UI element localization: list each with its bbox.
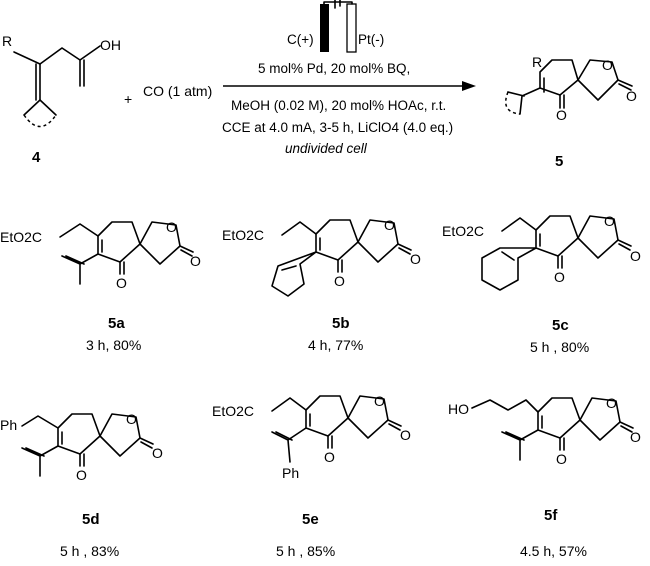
product-ketone-oxygen: O <box>556 107 567 123</box>
product-5-structure: R O O O 5 <box>505 54 637 170</box>
ketone-oxygen-5e: O <box>324 449 335 465</box>
ketone-oxygen-5f: O <box>556 451 567 467</box>
reactant-r-label: R <box>2 33 12 49</box>
product-5b-structure: EtO2C O O O <box>222 217 421 297</box>
condition-line-2: MeOH (0.02 M), 20 mol% HOAc, r.t. <box>231 98 446 113</box>
condition-line-1: 5 mol% Pd, 20 mol% BQ, <box>258 61 410 76</box>
product-5f-structure: HO O O O <box>448 395 641 467</box>
label-5a: 5a <box>108 315 125 332</box>
ketone-oxygen-5c: O <box>554 269 565 285</box>
product-r-label: R <box>532 54 542 70</box>
product-5d-structure: Ph O O O <box>0 411 163 483</box>
hydroxy-label-5f: HO <box>448 401 469 417</box>
product-ring-oxygen: O <box>602 57 613 73</box>
reactant-label: 4 <box>32 149 41 166</box>
ester-label-5b: EtO2C <box>222 227 264 243</box>
anode-label: C(+) <box>287 32 314 47</box>
reactant-4-structure: R OH 4 <box>2 33 121 166</box>
product-label: 5 <box>555 153 563 170</box>
label-5c: 5c <box>552 317 569 334</box>
arrow-head-icon <box>462 81 476 91</box>
ring-oxygen-5b: O <box>384 217 395 233</box>
result-5d: 5 h , 83% <box>60 543 119 559</box>
ring-oxygen-5c: O <box>604 213 615 229</box>
reactant-oh-label: OH <box>100 37 121 53</box>
carbon-anode-icon <box>320 4 329 52</box>
ring-oxygen-5d: O <box>126 411 137 427</box>
plus-sign: + <box>124 91 132 107</box>
product-5c-structure: EtO2C O O O <box>442 213 641 291</box>
label-5b: 5b <box>332 315 350 332</box>
carbonyl-oxygen-5e: O <box>400 427 411 443</box>
cathode-label: Pt(-) <box>358 32 384 47</box>
carbonyl-oxygen-5a: O <box>190 253 201 269</box>
carbonyl-oxygen-5c: O <box>630 248 641 264</box>
electrolysis-cell-icon: C(+) Pt(-) <box>287 0 384 53</box>
result-5e: 5 h , 85% <box>276 543 335 559</box>
result-5b: 4 h, 77% <box>308 337 363 353</box>
product-carbonyl-oxygen: O <box>626 88 637 104</box>
condition-line-3: CCE at 4.0 mA, 3-5 h, LiClO4 (4.0 eq.) <box>222 120 453 135</box>
label-5e: 5e <box>302 511 319 528</box>
ketone-oxygen-5b: O <box>334 273 345 289</box>
result-5c: 5 h , 80% <box>530 339 589 355</box>
ketone-oxygen-5a: O <box>116 275 127 291</box>
carbonyl-oxygen-5d: O <box>152 445 163 461</box>
result-5f: 4.5 h, 57% <box>520 543 587 559</box>
ring-oxygen-5f: O <box>606 395 617 411</box>
ring-oxygen-5a: O <box>166 219 177 235</box>
label-5f: 5f <box>544 507 558 524</box>
carbonyl-oxygen-5b: O <box>410 251 421 267</box>
ester-label-5e: EtO2C <box>212 403 254 419</box>
ring-oxygen-5e: O <box>374 393 385 409</box>
ester-label-5a: EtO2C <box>0 229 42 245</box>
product-5e-structure: EtO2C O O O Ph <box>212 393 411 481</box>
product-5a-structure: EtO2C O O O <box>0 219 201 291</box>
ester-label-5c: EtO2C <box>442 223 484 239</box>
phenyl-label-5e: Ph <box>282 465 299 481</box>
co-reagent: CO (1 atm) <box>143 83 212 99</box>
ketone-oxygen-5d: O <box>76 467 87 483</box>
carbonyl-oxygen-5f: O <box>630 429 641 445</box>
platinum-cathode-icon <box>346 3 357 53</box>
result-5a: 3 h, 80% <box>86 337 141 353</box>
label-5d: 5d <box>82 511 100 528</box>
cell-type-label: undivided cell <box>285 141 368 156</box>
phenyl-label-5d: Ph <box>0 417 17 433</box>
